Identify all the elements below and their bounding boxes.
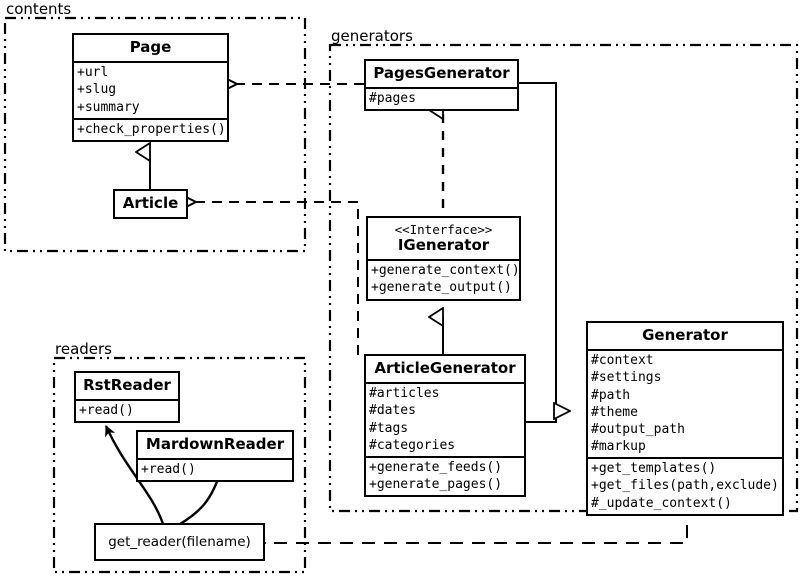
class-igenerator-label: IGenerator <box>397 236 490 254</box>
class-rstreader-name: RstReader <box>83 376 171 394</box>
class-articlegenerator[interactable]: ArticleGenerator #articles #dates #tags … <box>364 354 526 498</box>
package-label-contents: contents <box>6 0 72 18</box>
attribute-row: #settings <box>591 370 662 386</box>
attribute-row: #output_path <box>591 421 685 437</box>
class-page-methods: +check_properties() <box>74 117 227 140</box>
class-igenerator-name: <<Interface>> IGenerator <box>368 218 519 259</box>
class-generator-methods: +get_templates() +get_files(path,exclude… <box>588 457 782 513</box>
package-label-readers: readers <box>55 340 112 358</box>
class-page-attributes: +url +slug +summary <box>74 61 227 117</box>
method-row: +get_files(path,exclude) <box>591 478 779 494</box>
attribute-row: #markup <box>591 439 646 455</box>
class-pagesgenerator-attributes: #pages <box>366 87 517 109</box>
class-igenerator-methods: +generate_context() +generate_output() <box>368 259 520 298</box>
edge-articlegenerator-to-article <box>196 202 359 355</box>
class-igenerator-stereotype: <<Interface>> <box>394 222 493 237</box>
class-mardownreader[interactable]: MardownReader +read() <box>136 430 294 483</box>
attribute-row: +slug <box>77 82 117 98</box>
attribute-row: +summary <box>77 99 140 115</box>
class-mardownreader-methods: +read() <box>138 458 292 480</box>
attribute-row: #theme <box>591 404 638 420</box>
method-row: #_update_context() <box>591 495 732 511</box>
class-generator[interactable]: Generator #context #settings #path #them… <box>586 321 784 516</box>
attribute-row: #articles <box>369 386 440 402</box>
attribute-row: #tags <box>369 420 409 436</box>
class-articlegenerator-attributes: #articles #dates #tags #categories <box>366 382 524 456</box>
class-generator-name: Generator <box>642 326 728 344</box>
method-row: +generate_context() <box>371 263 520 279</box>
attribute-row: #pages <box>369 91 416 107</box>
class-igenerator[interactable]: <<Interface>> IGenerator +generate_conte… <box>366 216 521 301</box>
attribute-row: #path <box>591 387 631 403</box>
class-mardownreader-name: MardownReader <box>145 435 285 453</box>
class-pagesgenerator[interactable]: PagesGenerator #pages <box>364 59 519 112</box>
class-pagesgenerator-name: PagesGenerator <box>373 64 510 82</box>
edge-articlegenerator-to-generator <box>526 411 570 423</box>
attribute-row: #context <box>591 353 654 369</box>
class-rstreader-methods: +read() <box>76 399 178 421</box>
function-box-get-reader[interactable]: get_reader(filename) <box>94 523 265 561</box>
attribute-row: +url <box>77 65 109 81</box>
method-row: +generate_pages() <box>369 477 503 493</box>
method-row: +check_properties() <box>77 121 226 137</box>
method-row: +read() <box>79 403 134 419</box>
attribute-row: #dates <box>369 403 416 419</box>
class-article[interactable]: Article <box>113 189 188 220</box>
package-label-generators: generators <box>331 27 413 45</box>
method-row: +read() <box>141 462 196 478</box>
class-article-name: Article <box>122 194 179 212</box>
method-row: +get_templates() <box>591 461 717 477</box>
class-rstreader[interactable]: RstReader +read() <box>74 371 180 424</box>
attribute-row: #categories <box>369 437 456 453</box>
class-articlegenerator-name: ArticleGenerator <box>374 359 516 377</box>
method-row: +generate_output() <box>371 280 512 296</box>
method-row: +generate_feeds() <box>369 459 503 475</box>
class-page-name: Page <box>129 38 172 56</box>
class-generator-attributes: #context #settings #path #theme #output_… <box>588 349 782 457</box>
class-articlegenerator-methods: +generate_feeds() +generate_pages() <box>366 455 524 495</box>
class-page[interactable]: Page +url +slug +summary +check_properti… <box>72 33 229 142</box>
function-box-label: get_reader(filename) <box>108 534 251 550</box>
